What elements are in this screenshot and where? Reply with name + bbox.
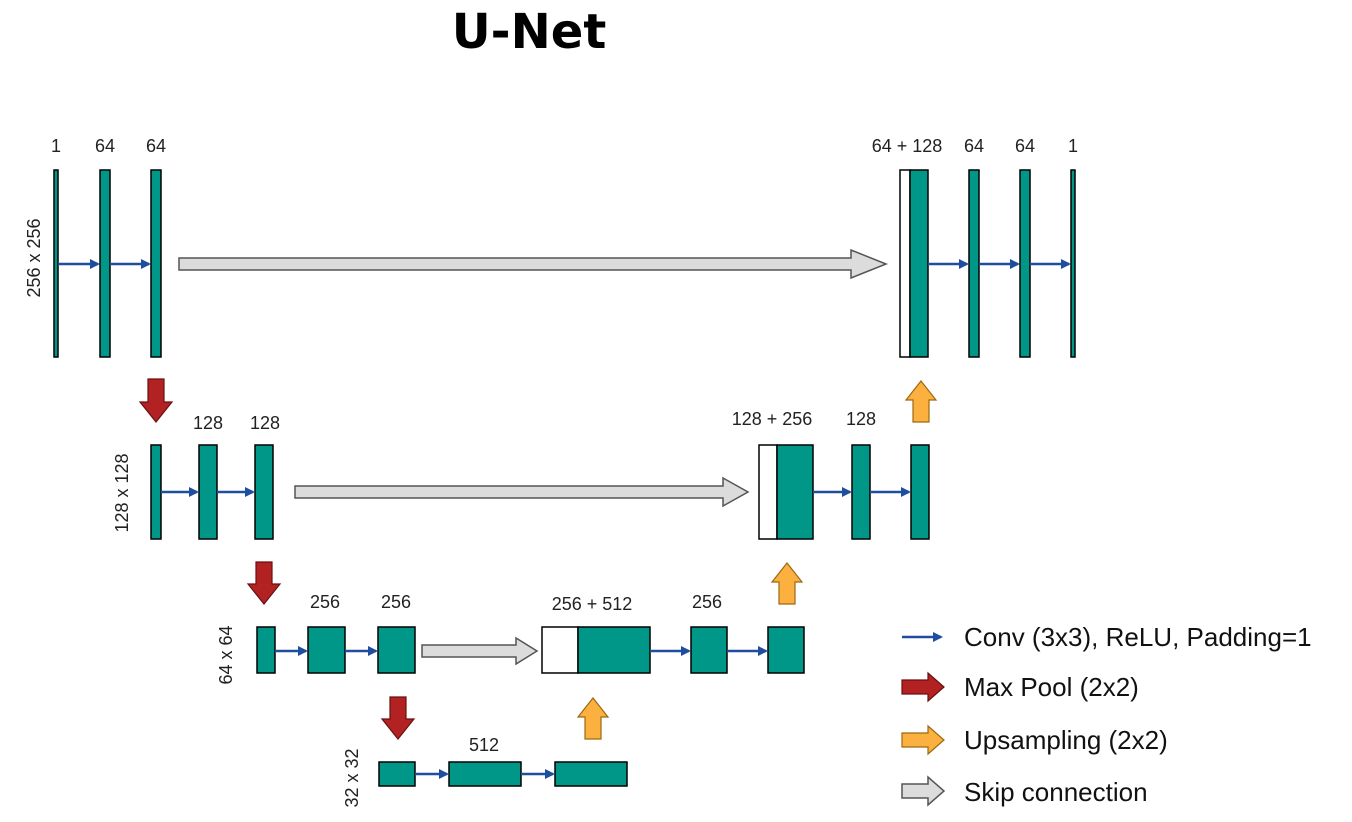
level2-dec-label-2: 128 [846,409,876,429]
max-pool-arrow-2 [246,561,282,605]
level4-map-2 [448,761,522,787]
legend-up-arrow [901,724,945,756]
level1-enc-map-1 [53,169,59,358]
level1-dec-map-4 [1070,169,1076,358]
level3-enc-map-1 [256,626,276,674]
level2-enc-label-1: 128 [193,413,223,433]
level2-enc-label-2: 128 [250,413,280,433]
skip-connection-arrow-level2 [294,476,750,508]
level3-dec-map-2 [690,626,728,674]
level2-enc-map-1 [150,444,162,540]
level2-dec-map-2 [851,444,871,540]
level1-dec-map-2 [968,169,980,358]
level1-dec-label-4: 1 [1068,136,1078,156]
level1-enc-map-3 [150,169,162,358]
level3-dec-map-1 [577,626,651,674]
level4-label: 512 [469,735,499,755]
legend-up-label: Upsampling (2x2) [964,725,1168,755]
upsampling-arrow-1 [904,380,938,423]
level3-dim-label: 64 x 64 [216,625,236,684]
level2-dec-map-1 [776,444,814,540]
level1-dec-label-2: 64 [964,136,984,156]
level2-enc-map-3 [254,444,274,540]
level1-enc-label-2: 64 [95,136,115,156]
level3-dec-skip-map [541,626,579,674]
legend-skip-arrow [901,775,946,807]
level3-enc-map-3 [377,626,416,674]
level3-enc-map-2 [307,626,346,674]
level2-dec-label-1: 128 + 256 [732,409,813,429]
level1-dec-label-1: 64 + 128 [872,136,943,156]
max-pool-arrow-3 [380,696,416,740]
level3-dec-label-1: 256 + 512 [552,594,633,614]
skip-connection-arrow-level3 [421,636,539,666]
level2-dec-skip-map [758,444,778,540]
level4-map-3 [554,761,628,787]
level1-enc-label-1: 1 [51,136,61,156]
skip-connection-arrow-level1 [178,248,889,280]
legend-conv-label: Conv (3x3), ReLU, Padding=1 [964,622,1312,652]
level2-dec-map-3 [910,444,930,540]
level1-dim-label: 256 x 256 [24,218,44,297]
level2-enc-map-2 [198,444,218,540]
diagram-title: U-Net [452,4,607,60]
level1-dec-label-3: 64 [1015,136,1035,156]
level3-dec-map-3 [767,626,805,674]
legend-skip-label: Skip connection [964,777,1148,807]
level1-enc-map-2 [99,169,111,358]
level1-enc-label-3: 64 [146,136,166,156]
legend: Conv (3x3), ReLU, Padding=1 Max Pool (2x… [901,622,1312,807]
legend-pool-arrow [901,671,945,703]
max-pool-arrow-1 [138,378,174,423]
level4-dim-label: 32 x 32 [342,748,362,807]
level3-enc-label-2: 256 [381,592,411,612]
level1-dec-map-3 [1019,169,1031,358]
level2-dim-label: 128 x 128 [112,453,132,532]
level1-dec-skip-map [899,169,911,358]
legend-pool-label: Max Pool (2x2) [964,672,1139,702]
level3-dec-label-2: 256 [692,592,722,612]
level1-dec-map-1 [909,169,929,358]
level3-enc-label-1: 256 [310,592,340,612]
level4-map-1 [378,761,416,787]
upsampling-arrow-2 [770,562,804,605]
upsampling-arrow-3 [576,697,610,740]
